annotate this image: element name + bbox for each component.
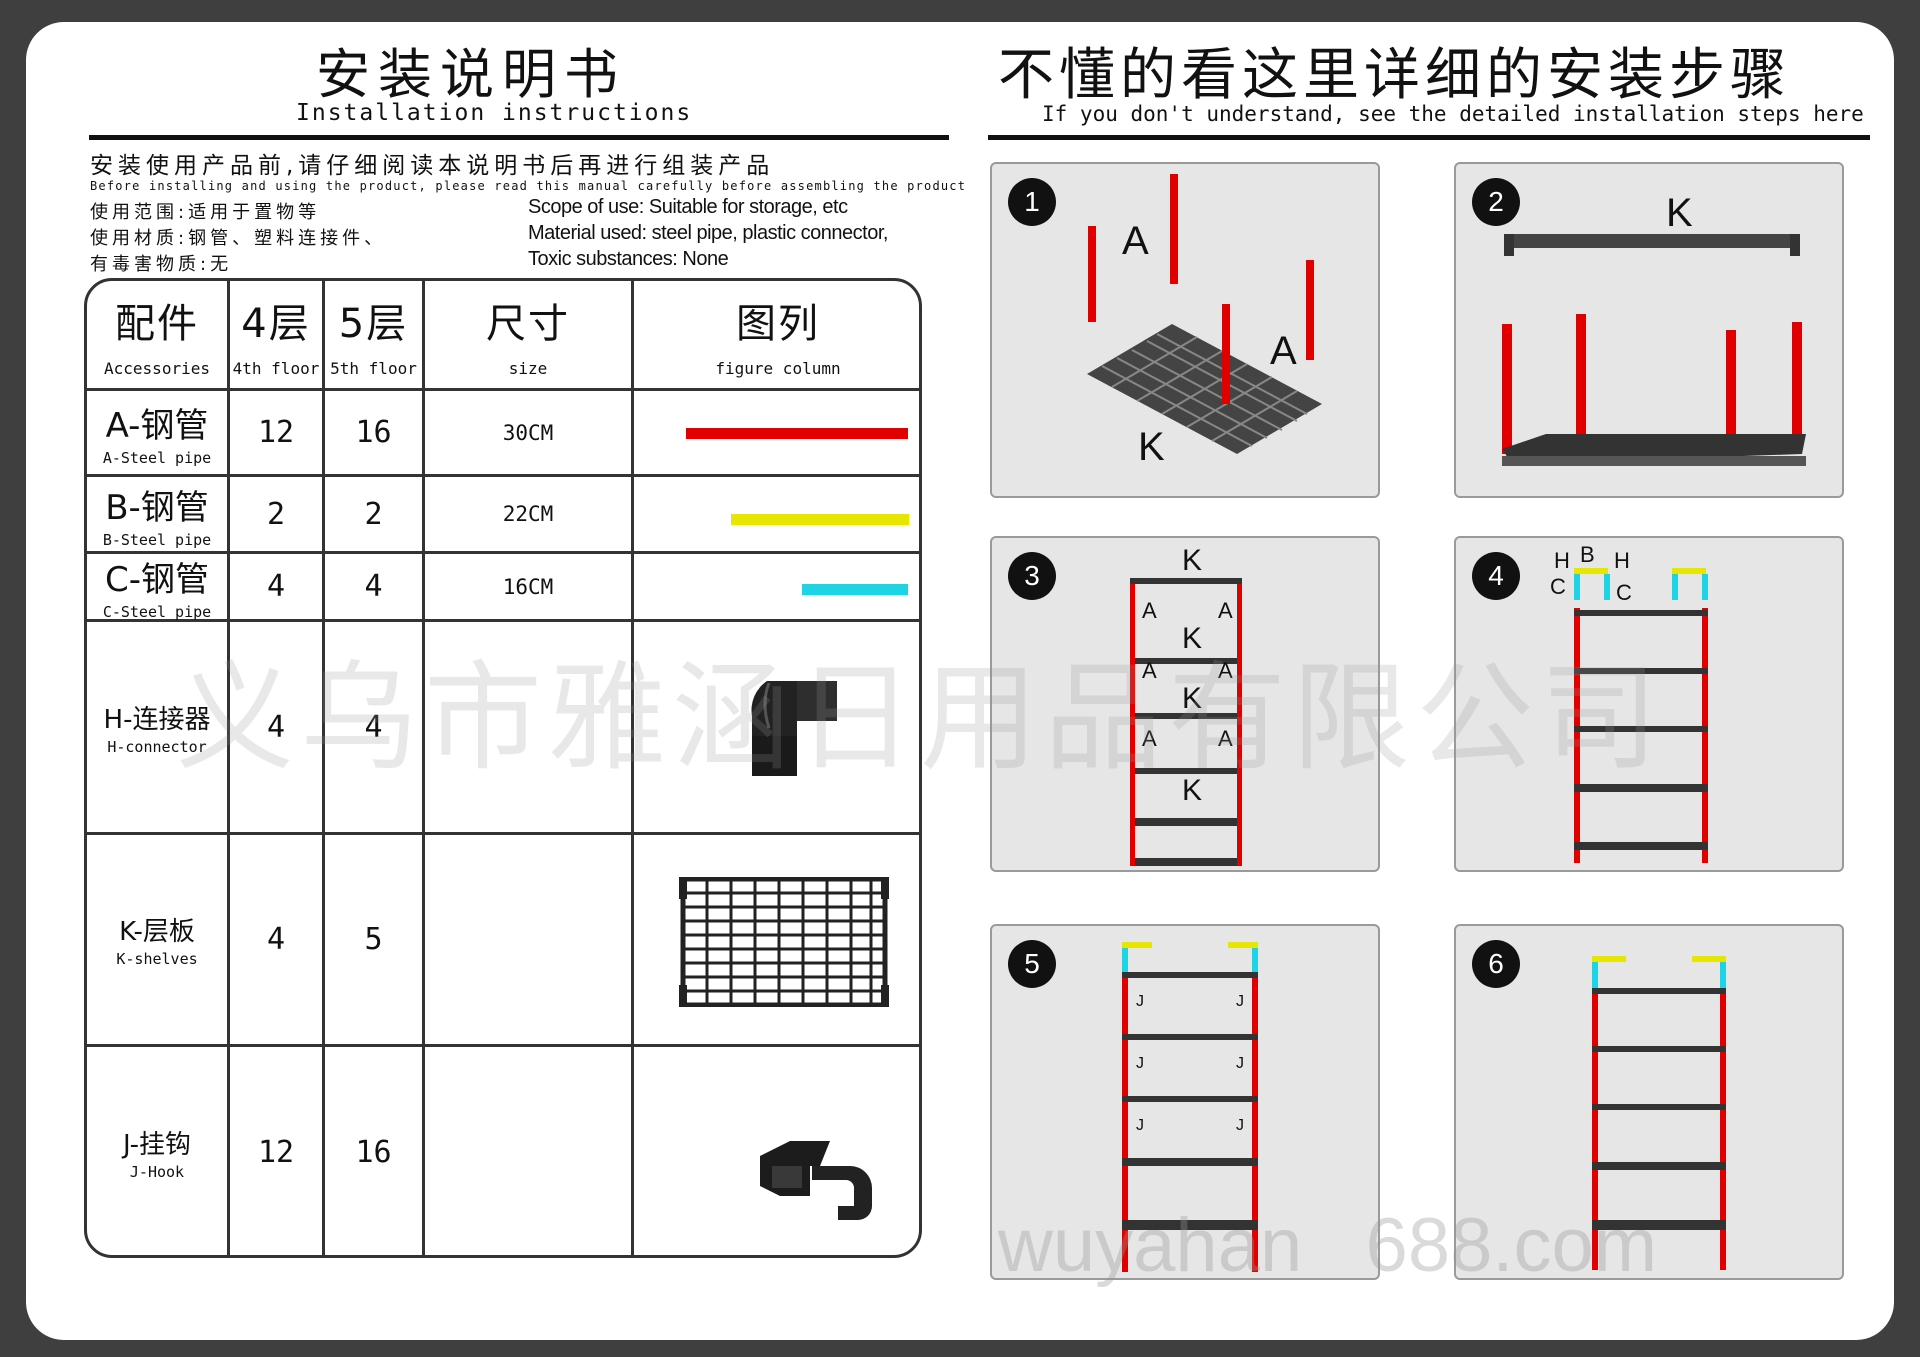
step-panel-1: 1 A A K: [990, 162, 1380, 498]
svg-text:A: A: [1218, 658, 1233, 683]
svg-text:K: K: [1182, 544, 1202, 577]
scope-cn: 使用范围:适用于置物等: [90, 202, 321, 223]
step-2-illustration: K: [1502, 191, 1806, 466]
svg-text:K: K: [1182, 682, 1202, 715]
label-a: A: [1270, 329, 1297, 373]
svg-text:A: A: [1142, 726, 1157, 751]
step-badge: 5: [1008, 940, 1056, 988]
row-a-5th: 16: [355, 415, 392, 450]
toxic-cn: 有毒害物质:无: [90, 254, 233, 275]
row-b-size: 22CM: [502, 502, 554, 526]
label-a: A: [1122, 219, 1149, 263]
left-title-rule: [89, 135, 949, 140]
label-k: K: [1666, 191, 1693, 235]
right-title-rule: [988, 135, 1870, 140]
material-cn: 使用材质:钢管、塑料连接件、: [90, 228, 387, 249]
svg-text:J: J: [1236, 993, 1244, 1010]
svg-text:C: C: [1616, 580, 1632, 605]
step-badge: 1: [1008, 178, 1056, 226]
svg-text:A: A: [1142, 658, 1157, 683]
step-panel-2: 2 K: [1454, 162, 1844, 498]
row-k-4th: 4: [266, 922, 286, 957]
svg-text:A: A: [1218, 598, 1233, 623]
svg-text:C: C: [1550, 574, 1566, 599]
step-panel-6: 6: [1454, 924, 1844, 1280]
svg-text:H: H: [1554, 548, 1570, 573]
right-title-en: If you don't understand, see the detaile…: [1042, 102, 1864, 126]
scope-en: Scope of use: Suitable for storage, etc: [528, 196, 848, 218]
svg-text:J: J: [1236, 1055, 1244, 1072]
right-title-cn: 不懂的看这里详细的安装步骤: [998, 43, 1791, 108]
svg-text:K: K: [1182, 774, 1202, 807]
step-badge: 4: [1472, 552, 1520, 600]
svg-text:B: B: [1580, 542, 1595, 567]
step-6-illustration: [1592, 956, 1726, 1270]
svg-text:A: A: [1218, 726, 1233, 751]
steel-pipe-b-swatch: [731, 514, 909, 525]
left-title-cn: 安装说明书: [316, 43, 626, 106]
elbow-connector-icon: [751, 681, 837, 776]
row-k-5th: 5: [364, 922, 383, 957]
row-c-size: 16CM: [502, 574, 554, 599]
row-b-5th: 2: [364, 496, 383, 532]
row-j-5th: 16: [355, 1135, 392, 1170]
step-badge: 6: [1472, 940, 1520, 988]
svg-text:J: J: [1136, 993, 1144, 1010]
left-title-en: Installation instructions: [296, 100, 693, 126]
grid-shelf-icon: [679, 877, 889, 1007]
row-j-4th: 12: [257, 1135, 295, 1170]
row-c-5th: 4: [364, 569, 383, 604]
material-en: Material used: steel pipe, plastic conne…: [528, 222, 888, 244]
step-5-illustration: J J J J J J: [1122, 942, 1258, 1272]
step-badge: 3: [1008, 552, 1056, 600]
intro-heading-cn: 安装使用产品前,请仔细阅读本说明书后再进行组装产品: [90, 153, 775, 179]
step-panel-5: 5 J J J J J J: [990, 924, 1380, 1280]
svg-text:H: H: [1614, 548, 1630, 573]
row-a-size: 30CM: [502, 420, 554, 445]
svg-text:J: J: [1236, 1117, 1244, 1134]
step-badge: 2: [1472, 178, 1520, 226]
instruction-sheet: 安装说明书 Installation instructions 不懂的看这里详细…: [26, 22, 1894, 1340]
svg-text:J: J: [1136, 1117, 1144, 1134]
label-k: K: [1138, 425, 1165, 469]
row-c-4th: 4: [266, 569, 286, 604]
step-3-illustration: K A A K A A K A A K: [1130, 544, 1242, 866]
steel-pipe-c-swatch: [802, 584, 908, 595]
j-hook-icon: [760, 1141, 872, 1220]
row-b-4th: 2: [266, 496, 286, 532]
row-h-4th: 4: [266, 709, 286, 745]
row-h-5th: 4: [364, 709, 383, 745]
svg-text:K: K: [1182, 622, 1202, 655]
step-panel-3: 3 K A A K A A K A A K: [990, 536, 1380, 872]
step-1-illustration: A A K: [1087, 174, 1322, 469]
intro-heading-en: Before installing and using the product,…: [90, 179, 967, 193]
svg-text:J: J: [1136, 1055, 1144, 1072]
svg-text:A: A: [1142, 598, 1157, 623]
row-a-4th: 12: [257, 415, 295, 450]
toxic-en: Toxic substances: None: [528, 248, 729, 270]
steel-pipe-a-swatch: [686, 428, 908, 439]
